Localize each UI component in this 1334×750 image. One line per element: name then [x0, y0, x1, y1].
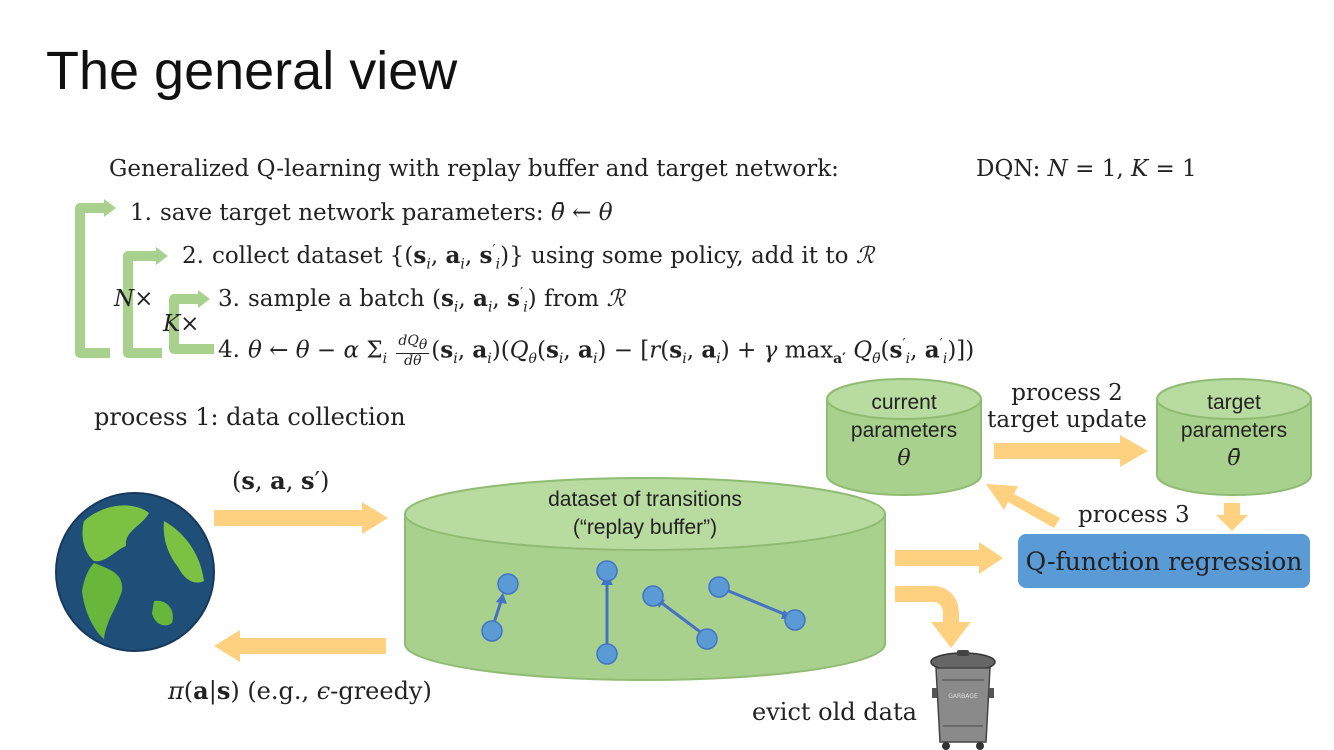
buffer-label-line2: (“replay buffer”) [572, 516, 718, 539]
qfunction-label: Q-function regression [1025, 546, 1303, 576]
buffer-label: dataset of transitions (“replay buffer”) [480, 486, 810, 542]
arrow-policy [214, 630, 386, 662]
loop-arrow-inner [169, 290, 214, 354]
target-params-line2: parameters [1180, 419, 1288, 442]
transition-point [481, 620, 503, 642]
loop-arrows [75, 199, 214, 358]
loop-arrow-outer [75, 199, 116, 358]
current-params-line1: current [871, 391, 937, 414]
step-1: 1.save target network parameters: θ̄ ← θ [130, 200, 613, 226]
arrow-target-to-q [1216, 503, 1248, 531]
transition-point [642, 585, 664, 607]
loop-k-label: K× [163, 311, 200, 337]
transition-point [784, 609, 806, 631]
process1-label: process 1: data collection [94, 403, 406, 431]
process2-label: process 2 target update [984, 380, 1150, 434]
qfunction-box: Q-function regression [1018, 534, 1310, 588]
transition-point [696, 628, 718, 650]
step-4-number: 4. [218, 337, 240, 364]
earth-globe-icon [55, 492, 215, 652]
arrow-q-to-current [986, 484, 1060, 528]
loop-n-label: N× [114, 286, 154, 312]
current-params-label: current parameters θ [825, 389, 983, 473]
current-params-line2: parameters [850, 419, 958, 442]
process2-line2: target update [987, 407, 1147, 433]
policy-label: π(a|s) (e.g., ϵ-greedy) [168, 676, 432, 705]
process2-line1: process 2 [1011, 380, 1123, 406]
step-3-number: 3. [218, 286, 240, 312]
replay-buffer-cylinder [404, 477, 886, 681]
current-params-cylinder [826, 378, 982, 496]
theta-bar-symbol: θ̄ [1227, 446, 1241, 471]
loop-arrow-middle [123, 247, 168, 358]
step-2: 2.collect dataset {(si, ai, s′i)} using … [182, 242, 875, 273]
arrow-evict [895, 586, 971, 648]
transition-point [596, 560, 618, 582]
garbage-label: GARBAGE [948, 693, 978, 700]
buffer-label-line1: dataset of transitions [548, 488, 742, 511]
evict-label: evict old data [752, 698, 917, 726]
transition-point [596, 643, 618, 665]
step-3: 3.sample a batch (si, ai, s′i) from ℛ [218, 285, 625, 316]
garbage-can-icon: GARBAGE [930, 650, 996, 750]
dqn-note: DQN: N = 1, K = 1 [976, 156, 1197, 182]
transition-label: (s, a, s′) [232, 466, 330, 495]
step-1-number: 1. [130, 200, 152, 226]
target-params-line1: target [1207, 391, 1261, 414]
transition-point [497, 573, 519, 595]
arrow-to-buffer [214, 502, 388, 534]
target-params-label: target parameters θ̄ [1155, 389, 1313, 473]
dqn-note-text: DQN: N = 1, K = 1 [976, 156, 1197, 182]
arrow-target-update [994, 435, 1148, 467]
process3-label: process 3 [1078, 502, 1190, 528]
algorithm-heading: Generalized Q-learning with replay buffe… [109, 156, 839, 182]
arrow-buffer-to-q [895, 542, 1003, 574]
transition-point [708, 576, 730, 598]
page-title: The general view [46, 41, 458, 101]
theta-symbol: θ [897, 446, 911, 471]
step-2-number: 2. [182, 243, 204, 269]
target-params-cylinder [1156, 378, 1312, 496]
